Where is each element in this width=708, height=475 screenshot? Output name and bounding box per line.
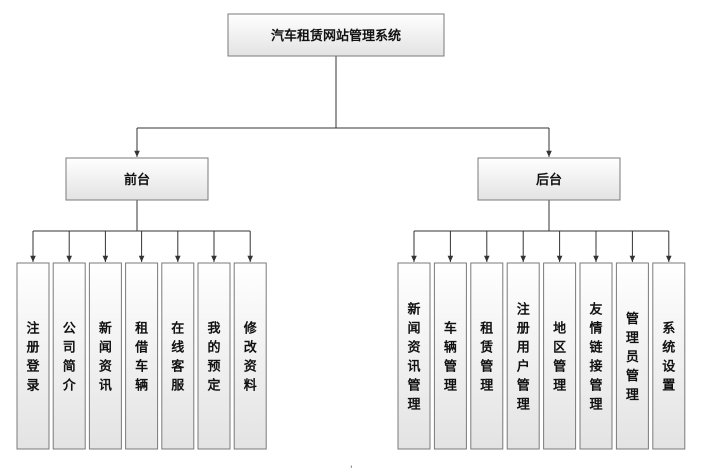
leaf-node: 友情链接管理	[579, 262, 613, 450]
leaf-node: 地区管理	[543, 262, 577, 450]
connector-lines	[30, 56, 672, 262]
leaf-label: 系统设置	[662, 321, 676, 394]
leaf-label: 在线客服	[171, 321, 185, 394]
leaf-label: 租借车辆	[134, 322, 148, 394]
leaf-node: 租借车辆	[125, 262, 159, 450]
leaf-label: 新闻资讯	[99, 321, 112, 394]
leaf-node: 租赁管理	[470, 262, 504, 450]
leaf-node: 车辆管理	[433, 262, 467, 450]
leaf-node: 注册用户管理	[506, 262, 540, 450]
leaf-label: 友情链接管理	[588, 302, 603, 413]
backend-leaf-group: 新闻资讯管理 车辆管理 租赁管理 注册用户管理 地区管理 友情链接管理 管理员管理 系统设置	[397, 262, 686, 450]
branch-node-backend: 后台	[477, 157, 621, 201]
leaf-label: 公司简介	[62, 322, 77, 394]
leaf-node: 系统设置	[652, 262, 686, 450]
leaf-label: 租赁管理	[479, 322, 493, 394]
branch-label-backend: 后台	[536, 172, 562, 188]
leaf-node: 在线客服	[161, 262, 195, 450]
root-label: 汽车租赁网站管理系统	[271, 28, 401, 44]
footer-mark: '	[350, 465, 352, 475]
leaf-label: 地区管理	[553, 321, 566, 394]
leaf-label: 注册登录	[25, 321, 40, 394]
leaf-node: 公司简介	[52, 262, 86, 450]
leaf-node: 管理员管理	[615, 262, 649, 450]
leaf-node: 修改资料	[233, 262, 267, 450]
leaf-label: 车辆管理	[444, 321, 457, 394]
branch-label-frontend: 前台	[124, 172, 150, 188]
leaf-label: 注册用户管理	[516, 302, 530, 413]
leaf-label: 修改资料	[243, 321, 258, 394]
leaf-label: 管理员管理	[626, 311, 639, 403]
leaf-node: 新闻资讯	[88, 262, 122, 450]
leaf-node: 新闻资讯管理	[397, 262, 431, 450]
leaf-label: 新闻资讯管理	[407, 302, 420, 413]
frontend-leaf-group: 注册登录 公司简介 新闻资讯 租借车辆 在线客服 我的预定 修改资料	[16, 262, 267, 450]
leaf-node: 注册登录	[16, 262, 50, 450]
leaf-label: 我的预定	[206, 321, 220, 394]
leaf-node: 我的预定	[197, 262, 231, 450]
branch-node-frontend: 前台	[65, 157, 209, 201]
root-node: 汽车租赁网站管理系统	[227, 13, 445, 57]
